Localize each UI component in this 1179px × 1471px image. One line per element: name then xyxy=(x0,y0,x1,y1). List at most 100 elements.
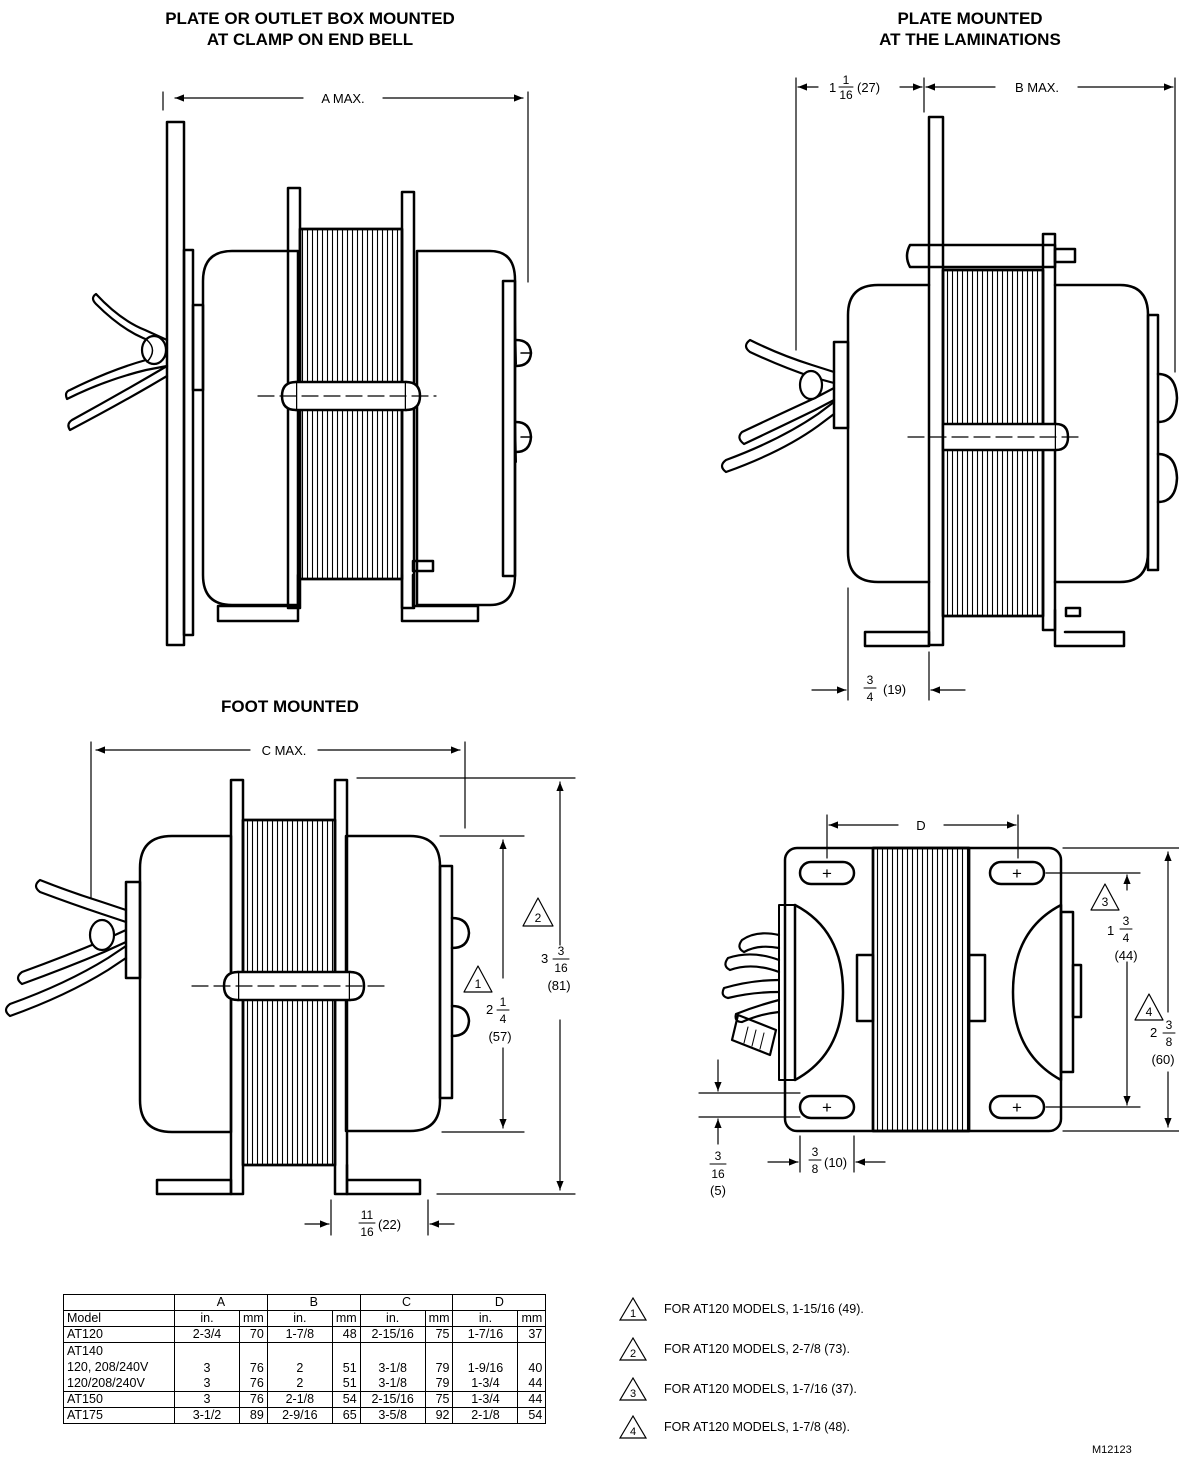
table-row: AT120 2-3/4 70 1-7/8 48 2-15/16 75 1-7/1… xyxy=(63,1326,547,1343)
bottom-lead-wires xyxy=(721,932,781,1057)
foot-foot-left xyxy=(155,1178,233,1196)
cell-model: 120/208/240V xyxy=(67,1376,145,1390)
cell-a-mm: 76 xyxy=(239,1391,268,1408)
note-1-num: 1 xyxy=(630,1308,636,1320)
cell-model: AT175 xyxy=(63,1407,175,1424)
note-4-num: 4 xyxy=(630,1426,636,1438)
note-1: 1 FOR AT120 MODELS, 1-15/16 (49). xyxy=(618,1296,864,1322)
dim-1-1-16-whole: 1 xyxy=(829,80,836,95)
title-plate-box: PLATE OR OUTLET BOX MOUNTED AT CLAMP ON … xyxy=(120,8,500,50)
bottom-core xyxy=(871,846,971,1133)
model-header: Model xyxy=(63,1310,175,1327)
note-3-text: FOR AT120 MODELS, 1-7/16 (37). xyxy=(664,1382,857,1396)
note-triangle-icon: 4 xyxy=(618,1414,648,1439)
foot-end-bell-left xyxy=(138,834,233,1134)
dim-2-3-8-num: 3 xyxy=(1166,1018,1173,1032)
dim-1-3-4-whole: 1 xyxy=(1107,923,1114,938)
plus-bl: + xyxy=(822,1098,832,1117)
cell-c-in: 2-15/16 xyxy=(359,1326,426,1343)
foot-end-bell-right xyxy=(344,834,442,1133)
col-group-d: D xyxy=(452,1294,547,1311)
col-group-c: C xyxy=(359,1294,454,1311)
note-2-num: 2 xyxy=(630,1348,636,1360)
table-row: AT175 3-1/2 89 2-9/16 65 3-5/8 92 2-1/8 … xyxy=(63,1407,547,1424)
lam-mount-plate xyxy=(927,115,945,647)
note-3: 3 FOR AT120 MODELS, 1-7/16 (37). xyxy=(618,1376,857,1402)
lam-screw-top xyxy=(1156,372,1179,424)
dim-3-16-num: 3 xyxy=(715,1149,722,1163)
cell-b-mm: 54 xyxy=(331,1391,361,1408)
callout-2-foot: 2 xyxy=(535,911,542,925)
dim-2-3-8-mm: (60) xyxy=(1151,1052,1174,1067)
dim-1-3-4-num: 3 xyxy=(1123,914,1130,928)
dim-3-4-den: 4 xyxy=(867,690,874,704)
dim-b-max: B MAX. xyxy=(1015,80,1059,95)
unit-mm: mm xyxy=(331,1310,361,1327)
cell-d-in: 1-3/4 xyxy=(452,1391,519,1408)
cell-c-in: 3-5/8 xyxy=(359,1407,426,1424)
dim-2-3-8-den: 8 xyxy=(1166,1035,1173,1049)
lam-foot-right xyxy=(1053,608,1126,648)
note-triangle-icon: 2 xyxy=(618,1336,648,1361)
lead-wires xyxy=(64,292,169,432)
unit-in: in. xyxy=(452,1310,519,1327)
note-2: 2 FOR AT120 MODELS, 2-7/8 (73). xyxy=(618,1336,850,1362)
cell-model: AT150 xyxy=(63,1391,175,1408)
cell-a-in: 3-1/2 xyxy=(174,1407,240,1424)
cell-model-group: AT140 120, 208/240V 120/208/240V xyxy=(63,1342,175,1392)
slot-top-right xyxy=(988,860,1046,886)
dim-11-16-den: 16 xyxy=(360,1225,374,1239)
cell-c-in: 2-15/16 xyxy=(359,1391,426,1408)
clamp-block xyxy=(191,303,205,392)
cell-c-mm: 75 xyxy=(424,1326,454,1343)
bell-dome-right xyxy=(1011,903,1063,1082)
title-plate-lam-line2: AT THE LAMINATIONS xyxy=(879,30,1061,49)
slot-bottom-right xyxy=(988,1094,1046,1120)
title-plate-lam-line1: PLATE MOUNTED xyxy=(897,9,1043,28)
view-foot: C MAX. 1 2 1 4 (57) xyxy=(4,741,576,1239)
plus-tl: + xyxy=(822,864,832,883)
cell-b-in: 2-1/8 xyxy=(266,1391,333,1408)
note-triangle-icon: 1 xyxy=(618,1296,648,1321)
dim-2-1-4-den: 4 xyxy=(500,1012,507,1026)
cell-c-mm: 75 xyxy=(424,1391,454,1408)
foot-right xyxy=(400,573,480,623)
dim-3-3-16-num: 3 xyxy=(558,944,565,958)
title-plate-box-line1: PLATE OR OUTLET BOX MOUNTED xyxy=(165,9,455,28)
dim-3-16-den: 16 xyxy=(711,1167,725,1181)
table-header-units: Model in. mm in. mm in. mm in. mm xyxy=(63,1310,547,1327)
title-foot: FOOT MOUNTED xyxy=(221,697,359,716)
cell-b-mm: 65 xyxy=(331,1407,361,1424)
note-triangle-icon: 3 xyxy=(618,1376,648,1401)
dim-2-1-4-whole: 2 xyxy=(486,1002,493,1017)
cell-a-mm: 70 xyxy=(239,1326,268,1343)
cell-d-in: 2-1/8 xyxy=(452,1407,519,1424)
unit-in: in. xyxy=(359,1310,426,1327)
dim-3-8-den: 8 xyxy=(812,1162,819,1176)
cell-b-mm: 48 xyxy=(331,1326,361,1343)
plus-br: + xyxy=(1012,1098,1022,1117)
figure-id: M12123 xyxy=(1092,1444,1132,1456)
foot-screw-bottom xyxy=(450,1004,471,1038)
dim-3-4-num: 3 xyxy=(867,673,874,687)
clamp-strip xyxy=(182,248,195,637)
dim-11-16-mm: (22) xyxy=(378,1217,401,1232)
unit-mm: mm xyxy=(424,1310,454,1327)
view-plate-lam: 1 1 16 (27) B MAX. 3 xyxy=(720,73,1179,704)
end-bell-left xyxy=(201,249,300,607)
foot-foot-right xyxy=(345,1163,422,1196)
cell-d-mm: 37 xyxy=(517,1326,547,1343)
note-4: 4 FOR AT120 MODELS, 1-7/8 (48). xyxy=(618,1414,850,1440)
dim-a-max: A MAX. xyxy=(321,91,364,106)
cell-c-mm: 92 xyxy=(424,1407,454,1424)
note-4-text: FOR AT120 MODELS, 1-7/8 (48). xyxy=(664,1420,850,1434)
col-group-b: B xyxy=(266,1294,361,1311)
plus-tr: + xyxy=(1012,864,1022,883)
